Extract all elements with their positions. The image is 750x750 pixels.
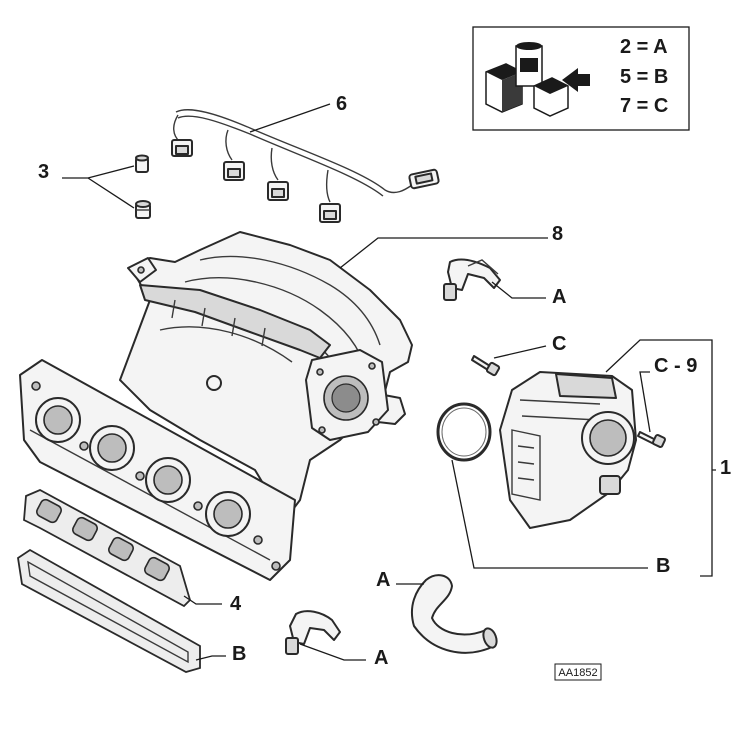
manifold-port-gasket [23,489,192,608]
callout-a-lower: A [374,647,388,669]
legend-line-1: 2 = A [620,36,668,58]
reference-code-label: AA1852 [554,663,602,681]
plug-cap-lower [135,200,151,219]
manifold-long-gasket [17,548,201,673]
parts-kit-icon [485,42,590,117]
injector-connector-3 [267,181,289,201]
screw-c [471,355,501,377]
intake-port-3 [145,457,191,503]
leader-4 [183,595,222,605]
callout-4: 4 [230,593,242,615]
leader-b-gasket [195,655,226,661]
leader-c [493,345,547,359]
leader-a-upper [491,281,546,299]
injector-connector-1 [171,139,193,157]
leader-8 [339,237,548,269]
leader-a-lower [299,643,366,661]
intake-port-2 [89,425,135,471]
hose-clip-upper [443,258,501,301]
leader-1 [605,339,716,577]
reference-code: AA1852 [558,667,597,679]
callout-6: 6 [336,93,347,115]
callout-a-upper: A [552,286,566,308]
intake-port-1 [35,397,81,443]
hose-clip-lower [285,610,341,655]
plug-cap-upper [135,154,149,173]
harness-end-connector [408,168,440,190]
callout-a-hose: A [376,569,390,591]
legend-line-3: 7 = C [620,95,668,117]
manifold-throttle-flange [305,349,389,441]
leader-c9 [639,371,651,433]
injector-connector-2 [223,161,245,181]
callout-8: 8 [552,223,563,245]
callout-1: 1 [720,457,731,479]
leader-3 [62,165,135,209]
breather-hose [410,574,498,654]
callout-c9: C - 9 [654,355,697,377]
leader-b-throttle [451,459,648,569]
injector-wiring-harness [171,108,440,223]
intake-manifold [19,231,413,581]
throttle-oring-gasket [436,402,492,462]
leader-6 [249,103,331,133]
callout-b-gasket: B [232,643,246,665]
callout-c: C [552,333,566,355]
callout-b-throttle: B [656,555,670,577]
screw-c9 [637,431,666,448]
injector-connector-4 [319,203,341,223]
plug-caps [135,154,151,219]
intake-port-4 [205,491,251,537]
callout-3: 3 [38,161,49,183]
legend-line-2: 5 = B [620,66,668,88]
throttle-body [499,371,637,529]
manifold-head-flange [19,359,296,581]
legend-box: 2 = A 5 = B 7 = C [472,26,690,131]
